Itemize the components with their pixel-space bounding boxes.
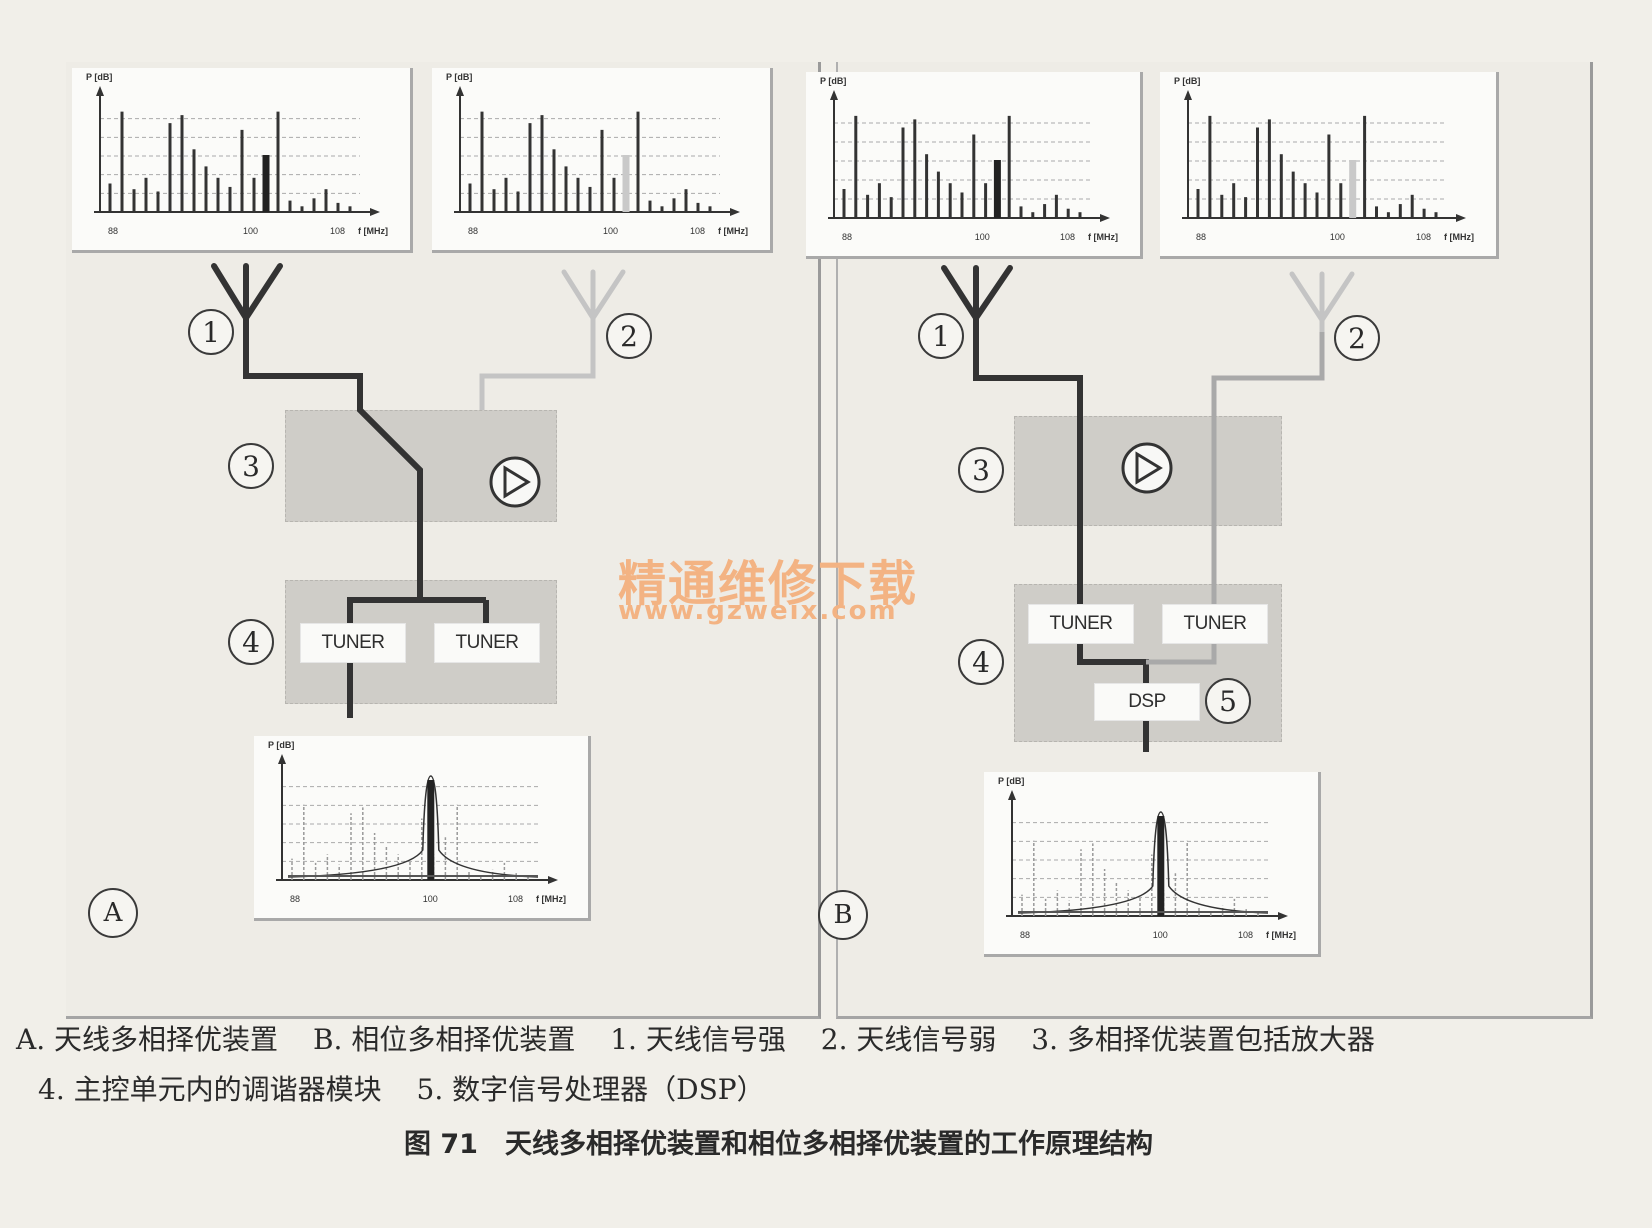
marker-1-a: 1: [188, 309, 234, 355]
svg-text:88: 88: [290, 894, 300, 904]
amplifier-icon-b: [1121, 442, 1173, 494]
tuner-2-a: TUNER: [434, 623, 540, 663]
svg-text:108: 108: [1416, 232, 1431, 242]
weak-signal-line-b: [1146, 332, 1325, 665]
svg-text:108: 108: [1060, 232, 1075, 242]
caption-item-5: 5. 数字信号处理器（DSP）: [416, 1073, 765, 1106]
marker-5-b: 5: [1205, 678, 1251, 724]
svg-text:100: 100: [243, 226, 258, 236]
svg-text:f [MHz]: f [MHz]: [1088, 232, 1118, 242]
caption-item-3: 3. 多相择优装置包括放大器: [1031, 1023, 1375, 1056]
svg-text:f [MHz]: f [MHz]: [536, 894, 566, 904]
panel-letter-b: B: [818, 890, 868, 940]
svg-text:108: 108: [690, 226, 705, 236]
svg-text:100: 100: [1330, 232, 1345, 242]
caption-item-b: B. 相位多相择优装置: [312, 1023, 576, 1056]
panel-letter-a: A: [88, 888, 138, 938]
tuner-1-b: TUNER: [1028, 604, 1134, 644]
marker-4-a: 4: [228, 619, 274, 665]
strong-signal-line-b: [973, 330, 1149, 752]
svg-text:P [dB]: P [dB]: [86, 72, 112, 82]
svg-text:88: 88: [108, 226, 118, 236]
svg-text:100: 100: [603, 226, 618, 236]
spectrum-input-2-a: P [dB] f [MHz] 88 100 108: [432, 68, 773, 253]
svg-text:f [MHz]: f [MHz]: [718, 226, 748, 236]
svg-text:P [dB]: P [dB]: [446, 72, 472, 82]
svg-text:P [dB]: P [dB]: [820, 76, 846, 86]
antenna-2-icon-b: [1289, 271, 1355, 335]
spectrum-input-1-a: P [dB] f [MHz] 88 100 108: [72, 68, 413, 253]
antenna-2-icon-a: [561, 269, 626, 333]
caption-line-1: A. 天线多相择优装置 B. 相位多相择优装置 1. 天线信号强 2. 天线信号…: [16, 1018, 1375, 1058]
tuner-2-b: TUNER: [1162, 604, 1268, 644]
antenna-1-icon-a: [211, 263, 283, 333]
spectrum-output-a: P [dB] f [MHz] 88 100 108: [254, 736, 591, 921]
svg-text:88: 88: [1020, 930, 1030, 940]
svg-text:100: 100: [975, 232, 990, 242]
svg-text:108: 108: [1238, 930, 1253, 940]
svg-text:f [MHz]: f [MHz]: [1444, 232, 1474, 242]
svg-text:108: 108: [508, 894, 523, 904]
svg-text:88: 88: [1196, 232, 1206, 242]
svg-text:108: 108: [330, 226, 345, 236]
marker-1-b: 1: [918, 313, 964, 359]
svg-text:100: 100: [1153, 930, 1168, 940]
marker-2-a: 2: [606, 313, 652, 359]
spectrum-input-1-b: P [dB] f [MHz] 88 100 108: [806, 72, 1143, 259]
svg-text:88: 88: [842, 232, 852, 242]
svg-text:100: 100: [423, 894, 438, 904]
figure-title: 图 71 天线多相择优装置和相位多相择优装置的工作原理结构: [404, 1129, 1153, 1160]
tuner-1-a: TUNER: [300, 623, 406, 663]
svg-text:P [dB]: P [dB]: [268, 740, 294, 750]
svg-text:P [dB]: P [dB]: [998, 776, 1024, 786]
caption-item-a: A. 天线多相择优装置: [16, 1023, 279, 1056]
caption-item-2: 2. 天线信号弱: [820, 1023, 997, 1056]
dsp-label: DSP: [1094, 683, 1200, 721]
weak-signal-line-a: [479, 330, 596, 410]
marker-2-b: 2: [1334, 315, 1380, 361]
svg-text:f [MHz]: f [MHz]: [358, 226, 388, 236]
caption-item-1: 1. 天线信号强: [610, 1023, 786, 1056]
svg-text:88: 88: [468, 226, 478, 236]
antenna-1-icon-b: [941, 265, 1013, 333]
amplifier-icon-a: [489, 456, 541, 508]
marker-3-b: 3: [958, 447, 1004, 493]
svg-text:f [MHz]: f [MHz]: [1266, 930, 1296, 940]
caption-item-4: 4. 主控单元内的调谐器模块: [38, 1073, 382, 1106]
svg-text:P [dB]: P [dB]: [1174, 76, 1200, 86]
spectrum-input-2-b: P [dB] f [MHz] 88 100 108: [1160, 72, 1499, 259]
caption-line-2: 4. 主控单元内的调谐器模块 5. 数字信号处理器（DSP）: [38, 1068, 791, 1108]
strong-signal-line-a: [243, 330, 423, 718]
spectrum-output-b: P [dB] f [MHz] 88 100 108: [984, 772, 1321, 957]
marker-3-a: 3: [228, 443, 274, 489]
marker-4-b: 4: [958, 639, 1004, 685]
